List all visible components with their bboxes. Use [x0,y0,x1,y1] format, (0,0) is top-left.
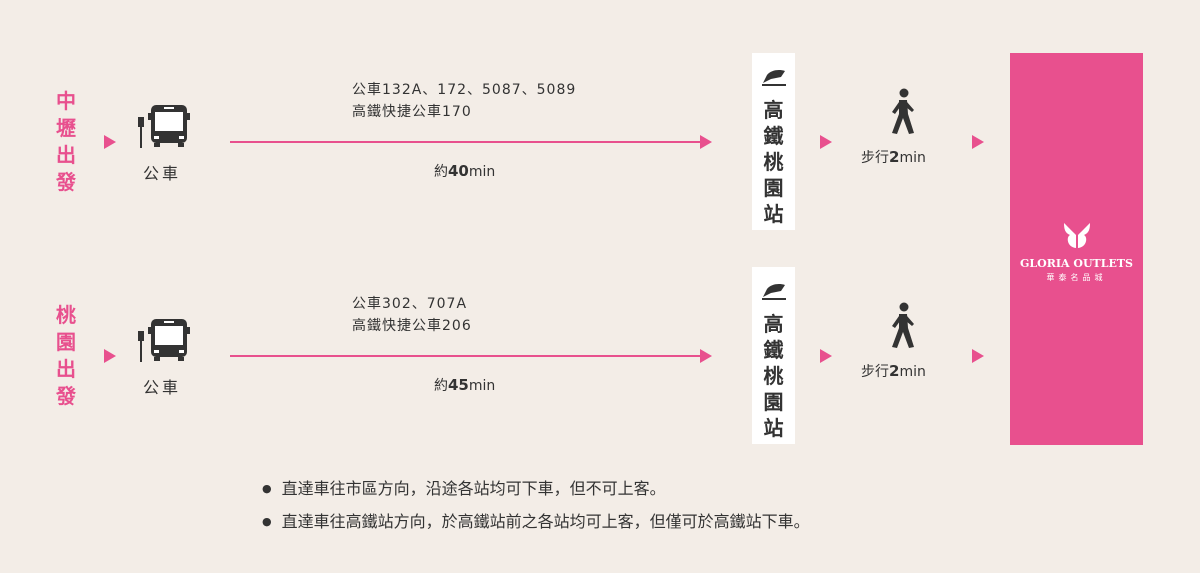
walking-person-icon [892,302,914,348]
station-name: 高鐵桃園站 [763,98,784,226]
origin-label: 桃園出發 [56,303,76,408]
time-prefix: 約 [434,164,448,180]
route-line [230,355,702,357]
bus-lines: 公車302、707A 高鐵快捷公車206 [352,293,472,337]
time-value: 40 [448,162,469,180]
high-speed-train-icon [761,284,786,300]
note-item: 直達車往高鐵站方向，於高鐵站前之各站均可上客，但僅可於高鐵站下車。 [262,505,810,538]
walk-unit: min [899,364,926,380]
walk-time: 步行2min [861,147,926,167]
bus-icon [138,105,190,148]
mode-label: 公車 [143,164,182,183]
bus-line: 高鐵快捷公車206 [352,318,472,334]
time-value: 45 [448,376,469,394]
arrow-icon [104,135,116,149]
arrow-icon [972,349,984,363]
walk-label: 步行 [861,150,889,166]
bus-line: 公車302、707A [352,296,468,312]
walk-unit: min [899,150,926,166]
bus-lines: 公車132A、172、5087、5089 高鐵快捷公車170 [352,79,576,123]
arrow-icon [820,349,832,363]
walking-person-icon [892,88,914,134]
station-name: 高鐵桃園站 [763,312,784,440]
logo-subtext: 華泰名品城 [1046,273,1107,282]
walk-time: 步行2min [861,361,926,381]
destination-gloria-outlets: GLORIA OUTLETS 華泰名品城 [1010,53,1143,445]
arrow-icon [700,349,712,363]
origin-label: 中壢出發 [56,89,76,194]
station-box: 高鐵桃園站 [752,53,795,230]
arrow-icon [700,135,712,149]
notes-list: 直達車往市區方向，沿途各站均可下車，但不可上客。 直達車往高鐵站方向，於高鐵站前… [262,472,810,538]
walk-label: 步行 [861,364,889,380]
time-unit: min [468,378,496,394]
travel-time: 約45min [434,375,495,395]
note-item: 直達車往市區方向，沿途各站均可下車，但不可上客。 [262,472,810,505]
time-unit: min [468,164,496,180]
travel-time: 約40min [434,161,495,181]
mode-label: 公車 [143,378,182,397]
bus-line: 公車132A、172、5087、5089 [352,82,577,98]
walk-value: 2 [889,362,900,380]
logo-text: GLORIA OUTLETS [1020,257,1133,270]
arrow-icon [104,349,116,363]
bus-icon [138,319,190,362]
high-speed-train-icon [761,70,786,86]
route-line [230,141,702,143]
butterfly-logo-icon [1063,223,1090,248]
walk-value: 2 [889,148,900,166]
station-box: 高鐵桃園站 [752,267,795,444]
time-prefix: 約 [434,378,448,394]
bus-line: 高鐵快捷公車170 [352,104,472,120]
arrow-icon [972,135,984,149]
arrow-icon [820,135,832,149]
